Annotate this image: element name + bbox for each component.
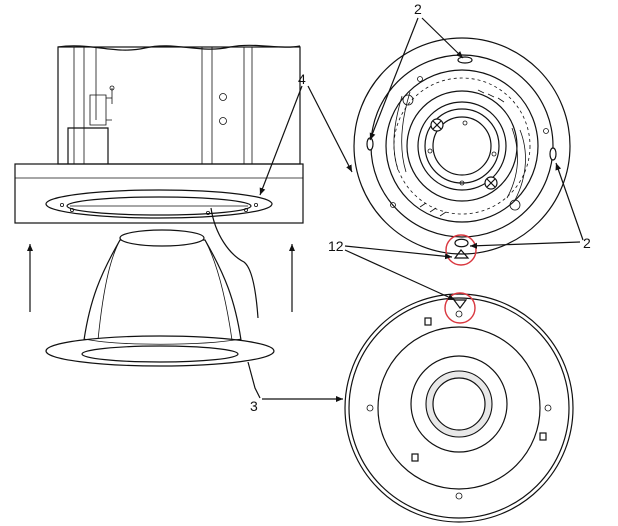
ring-opening [66, 196, 252, 216]
callout-2-right: 2 [583, 235, 591, 251]
spring-slot-icon [454, 238, 469, 248]
callout-2-top: 2 [414, 1, 422, 17]
trim-flange [45, 335, 275, 367]
front-lamp-inner [432, 377, 486, 431]
front-view [344, 292, 574, 523]
callout-4: 4 [298, 71, 306, 87]
callout-lines [247, 17, 584, 402]
alignment-highlight [445, 234, 477, 266]
reflector-trim [45, 229, 275, 367]
housing-screw-icon [219, 117, 227, 125]
spring-slot-icon [549, 147, 557, 161]
alignment-triangle-icon [453, 249, 470, 259]
callout-3: 3 [250, 398, 258, 414]
callout-12: 12 [328, 238, 344, 254]
housing-frame [57, 46, 301, 165]
spring-screw-icon [430, 118, 444, 132]
front-trim-inner [377, 326, 541, 490]
housing-top-edge [57, 44, 301, 51]
housing-assembly [14, 44, 304, 367]
spring-screw-icon [484, 176, 498, 190]
back-view [353, 37, 571, 266]
ceiling-board [14, 163, 304, 224]
mounting-ring [45, 189, 273, 219]
front-alignment-highlight [444, 292, 476, 324]
cable [210, 207, 259, 319]
housing-screw-icon [219, 93, 227, 101]
spring-slot-icon [457, 56, 473, 64]
mounting-bracket [67, 127, 109, 164]
front-triangle-icon [452, 299, 468, 309]
lamp-opening [432, 116, 492, 176]
